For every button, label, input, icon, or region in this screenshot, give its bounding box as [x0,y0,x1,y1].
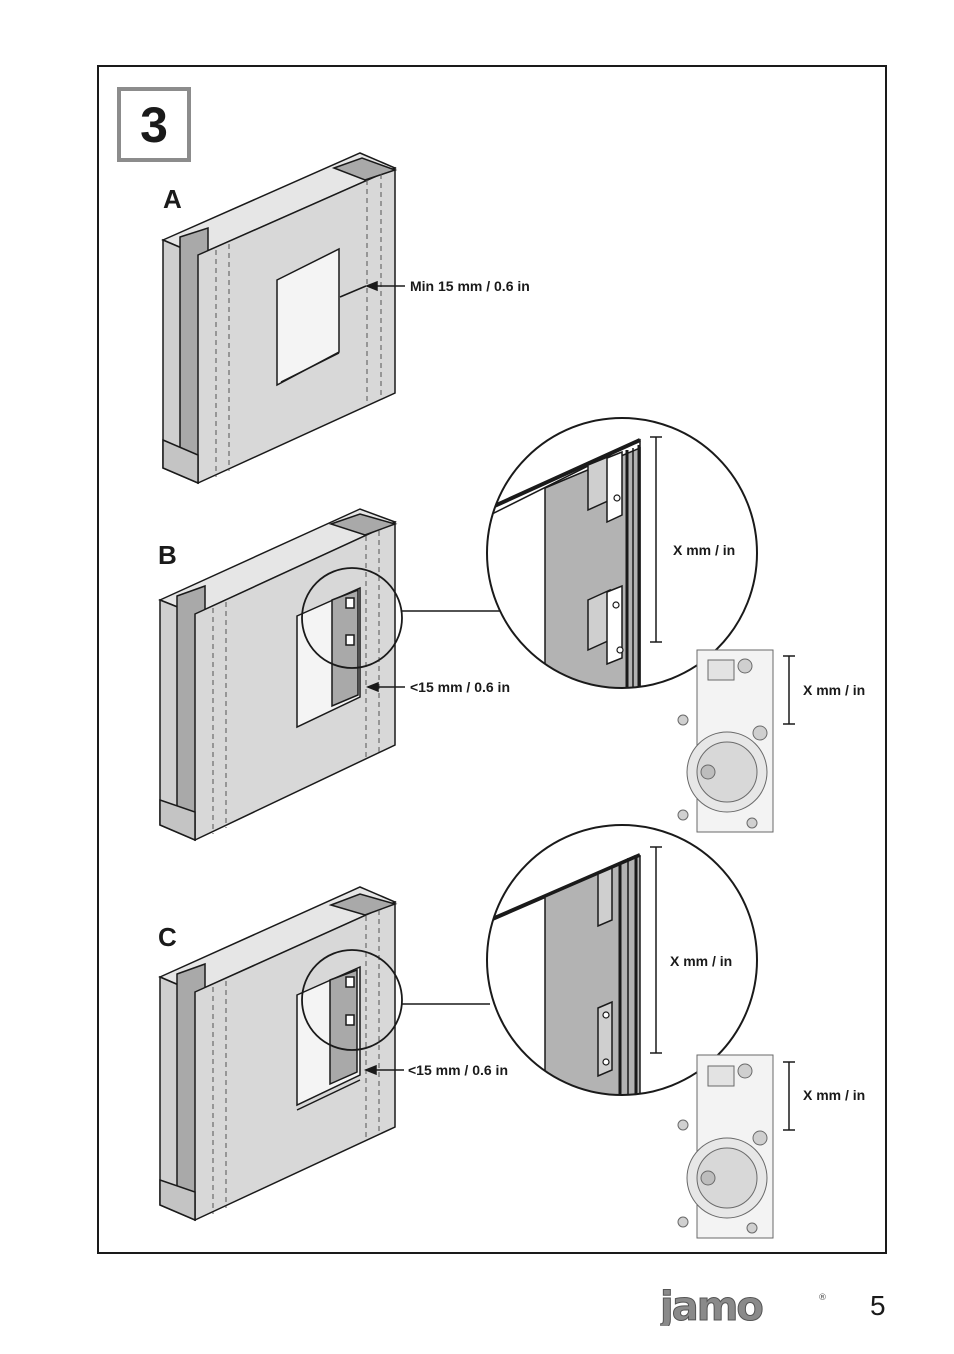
panel-c-letter: C [158,922,177,952]
speaker-c [677,1054,774,1239]
panel-c-zoom-dimension: X mm / in [670,953,733,969]
wall-c-cutout [296,965,361,1111]
brand-logo: jamo ® [658,1284,830,1331]
panel-c-dimension: <15 mm / 0.6 in [408,1062,508,1078]
speaker-dimension-b [783,655,795,725]
page-number: 5 [870,1290,886,1321]
wall-c-studs [212,910,380,1214]
panel-b-letter: B [158,540,177,570]
panel-a-dimension: Min 15 mm / 0.6 in [410,278,530,294]
wall-a-cutout [276,247,340,387]
zoom-indicator-b [301,567,403,669]
wall-b-cutout [296,586,361,729]
svg-text:®: ® [818,1293,827,1303]
step-number-box: 3 [117,87,191,162]
panel-b-dimension: <15 mm / 0.6 in [410,679,510,695]
svg-text:jamo: jamo [660,1286,762,1326]
step-number: 3 [140,96,168,153]
zoom-detail-c [486,824,758,1096]
dimension-arrow-c [363,1064,404,1076]
speaker-b [677,649,774,833]
dimension-arrow-a [339,280,405,298]
panel-a-letter: A [163,184,182,214]
wall-b-studs [212,531,380,834]
panel-b-speaker-dimension: X mm / in [803,682,866,698]
panel-c-speaker-dimension: X mm / in [803,1087,866,1103]
page-frame [97,65,887,1254]
zoom-detail-b [486,417,758,689]
zoom-indicator-c [301,949,403,1051]
dimension-arrow-b [365,681,405,693]
speaker-dimension-c [783,1061,795,1131]
panel-b-zoom-dimension: X mm / in [673,542,736,558]
